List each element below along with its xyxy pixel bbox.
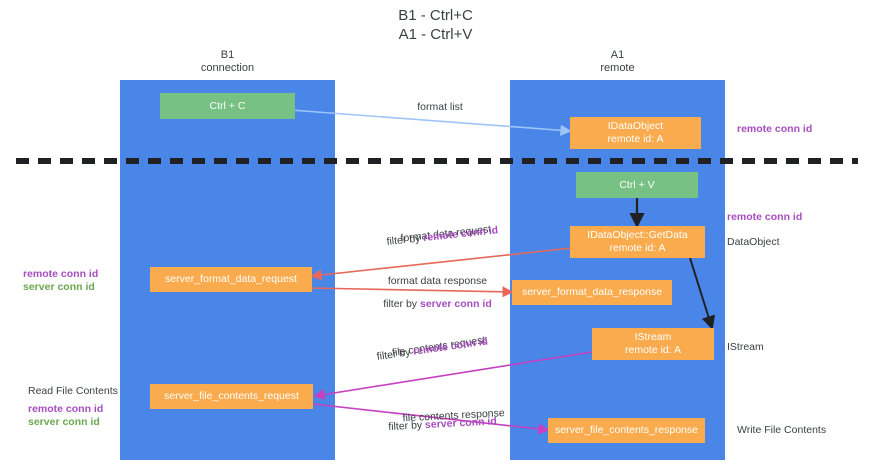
filter-prefix: filter by [383,298,420,310]
edge-label-format-list: format list [417,101,463,113]
filter-prefix: filter by [386,232,424,248]
annotation-remote-conn-id-b: remote conn id [28,403,103,416]
annotation-dataobject: DataObject [727,236,780,248]
annotation-read-file-contents: Read File Contents [28,385,118,397]
filter-prefix: filter by [388,419,426,433]
annotation-remote-conn-id-a: remote conn id [23,268,98,281]
annotation-server-conn-id-b: server conn id [28,416,100,429]
lane-header-a1: A1 remote [600,49,635,74]
annotation-server-conn-id-a-text: server conn id [23,281,95,293]
annotation-remote-conn-id-a-text: remote conn id [23,268,99,280]
annotation-remote-conn-id-b-text: remote conn id [28,403,104,415]
arrow-format-data-response [309,286,514,298]
node-server-file-contents-request[interactable]: server_file_contents_request [150,384,313,409]
page-title: B1 - Ctrl+C A1 - Ctrl+V [398,7,473,43]
annotation-remote-conn-id-mid: remote conn id [727,211,803,223]
lane-header-b1: B1 connection [200,49,255,74]
node-server-format-data-response[interactable]: server_format_data_response [512,280,672,305]
annotation-remote-conn-id-top: remote conn id [737,123,813,135]
node-getdata[interactable]: IDataObject::GetData remote id: A [570,226,705,258]
node-ctrl-v[interactable]: Ctrl + V [576,172,698,198]
annotation-server-conn-id-b-text: server conn id [28,416,100,428]
filter-value-server-conn-id: server conn id [419,298,492,310]
node-ctrl-c[interactable]: Ctrl + C [160,93,295,119]
edge-label-format-data-response-filter: filter by server conn id [355,298,520,311]
node-istream[interactable]: IStream remote id: A [592,328,714,360]
node-idataobject[interactable]: IDataObject remote id: A [570,117,701,149]
annotation-server-conn-id-a: server conn id [23,281,95,294]
annotation-istream: IStream [727,341,764,353]
annotation-write-file-contents: Write File Contents [737,424,827,436]
node-server-file-contents-response[interactable]: server_file_contents_response [548,418,705,443]
node-server-format-data-request[interactable]: server_format_data_request [150,267,312,292]
filter-value-server-conn-id: server conn id [424,415,498,432]
edge-label-format-data-response: format data response [387,275,488,287]
